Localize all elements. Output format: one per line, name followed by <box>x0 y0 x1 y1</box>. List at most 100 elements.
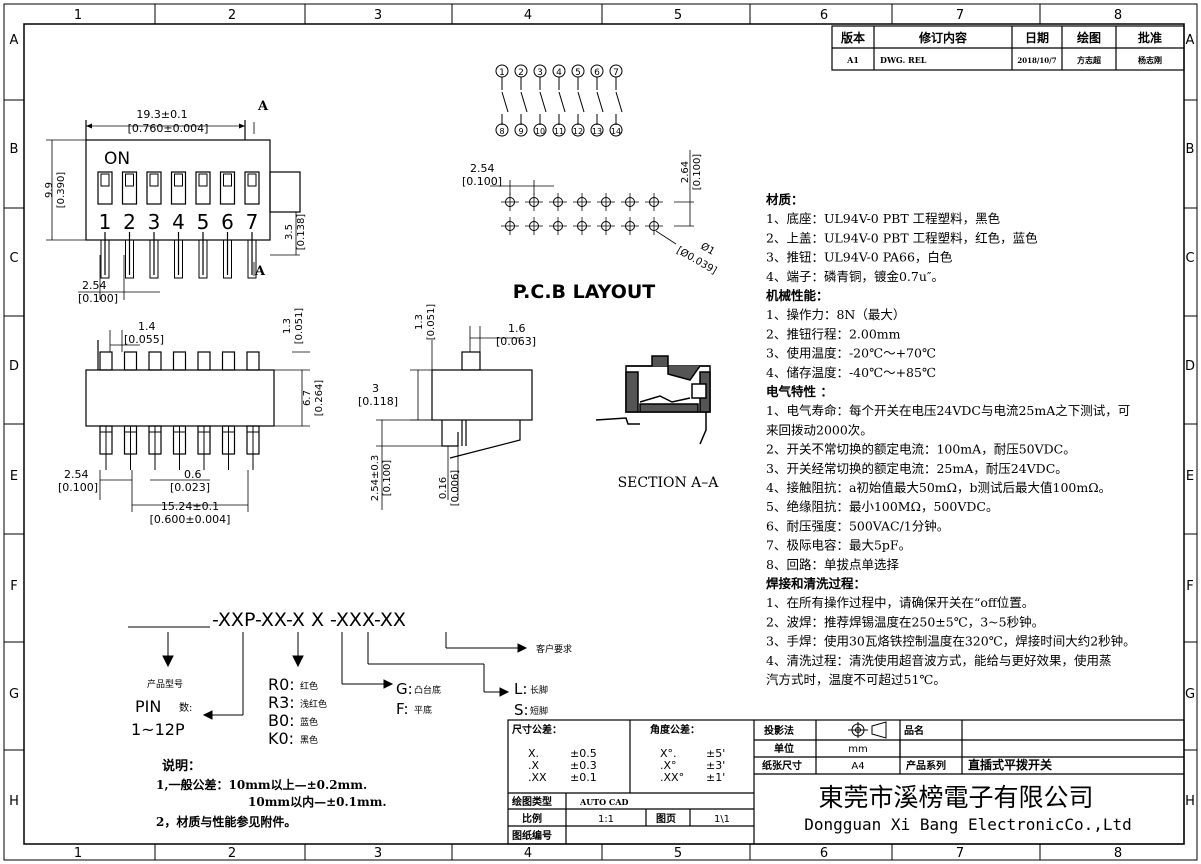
color-name: 浅红色 <box>300 698 327 710</box>
customer-req: 客户要求 <box>536 643 572 655</box>
front-pin-w-in: [0.023] <box>170 481 210 494</box>
frame-col-label: 7 <box>956 8 964 23</box>
spec-heading: 材质： <box>765 192 804 207</box>
side-dim-body: 3 <box>372 382 379 395</box>
schematic-pin-bottom <box>514 123 528 137</box>
frame-col-label: 4 <box>524 8 532 23</box>
title-block-texts: 尺寸公差： 角度公差： X.±0.5.X±0.3.XX±0.1 X°.±5'.X… <box>512 723 1132 842</box>
notes-line2: 10mm以内—±0.1mm. <box>248 794 387 809</box>
switch-number: 5 <box>197 210 210 234</box>
top-pitch-dim: 2.54 <box>82 279 107 292</box>
rev-drawn: 方志超 <box>1077 55 1102 65</box>
top-view-labels: 19.3±0.1 [0.760±0.004] A A ON 9.9 [0.390… <box>44 99 307 305</box>
part-code: -XXP-XX-X X -XXX-XX <box>212 609 406 631</box>
frame-row-label: H <box>9 794 19 809</box>
schematic-contact <box>615 91 623 113</box>
notes-line1: 1,一般公差：10mm以上—±0.2mm. <box>156 777 367 792</box>
frame-col-label: 4 <box>524 846 532 861</box>
pcb-layout <box>490 150 694 245</box>
frame-col-label: 5 <box>674 846 682 861</box>
switch-number: 1 <box>99 210 112 234</box>
tol-ang-val: ±1' <box>706 771 725 784</box>
frame-row-label: A <box>1186 33 1195 48</box>
company-cn: 東莞市溪榜電子有限公司 <box>818 783 1093 812</box>
pin-range: 1~12P <box>131 720 185 739</box>
rev-content: DWG. REL <box>880 55 927 65</box>
schematic-contact <box>501 91 509 113</box>
side-dim-t: 0.16 <box>438 477 449 499</box>
dip-switch-knob <box>125 173 134 187</box>
pin-length-name: 长脚 <box>530 684 548 696</box>
schematic-pin-number: 4 <box>556 68 562 78</box>
frame-row-label: H <box>1185 794 1195 809</box>
spec-heading: 机械性能： <box>766 288 829 303</box>
pin-outline <box>198 239 208 279</box>
frame-col-label: 6 <box>820 846 828 861</box>
rev-approved: 杨志刚 <box>1138 55 1162 65</box>
pin-outline <box>100 239 110 279</box>
tol-ang-key: X°. <box>660 747 677 760</box>
notes-title: 说明： <box>162 758 201 774</box>
frame-row-label: E <box>10 469 18 484</box>
spec-line: 2、波焊：推荐焊锡温度在250±5℃，3~5秒钟。 <box>766 614 1044 629</box>
dip-switch-knob <box>100 173 110 187</box>
frame-col-label: 2 <box>228 846 236 861</box>
pin-length-code: S: <box>514 701 529 719</box>
frame-col-label: 7 <box>956 846 964 861</box>
rev-header-content: 修订内容 <box>918 30 967 45</box>
side-dim-pin-in: [0.100] <box>382 460 393 497</box>
section-label: SECTION A–A <box>618 475 720 491</box>
base-code: G: <box>396 680 413 698</box>
part-number-legend: -XXP-XX-X X -XXX-XX 客户要求 产品型号 PIN 数: 1~1… <box>128 609 572 748</box>
frame-row-label: D <box>1185 359 1195 374</box>
drawing-type-label: 绘图类型 <box>512 795 552 808</box>
top-height-dim-in: [0.390] <box>56 172 67 209</box>
page-value: 1\1 <box>714 814 730 825</box>
tol-ang-key: .X° <box>660 759 677 772</box>
side-dim-body-in: [0.118] <box>358 395 398 408</box>
tol-dim-key: .XX <box>528 771 547 784</box>
color-code: B0: <box>268 711 295 730</box>
tol-ang-rows: X°.±5'.X°±3'.XX°±1' <box>660 747 725 784</box>
unit-label: 单位 <box>774 742 794 755</box>
pcb-labels: P.C.B LAYOUT 2.54 [0.100] 2.64 [0.100] Ø… <box>462 154 719 303</box>
title-block <box>507 719 1185 845</box>
switch-number: 7 <box>246 210 259 234</box>
notes: 说明： 1,一般公差：10mm以上—±0.2mm. 10mm以内—±0.1mm.… <box>156 758 387 829</box>
color-code: K0: <box>268 729 294 748</box>
schematic-pin-number: 13 <box>592 127 602 136</box>
part-name-label: 品名 <box>904 724 924 737</box>
frame-col-label: 5 <box>674 8 682 23</box>
page-label: 图页 <box>656 813 676 825</box>
spec-line: 2、推钮行程：2.00mm <box>766 326 901 341</box>
frame-col-label: 6 <box>820 8 828 23</box>
spec-line: 1、操作力：8N（最大） <box>766 307 905 322</box>
tol-dim-label: 尺寸公差： <box>512 723 562 736</box>
front-view-labels: 1.4 [0.055] 1.3 [0.051] 6.7 [0.264] 2.54… <box>58 308 325 526</box>
pcb-hole: Ø1 <box>699 240 717 258</box>
projection-label: 投影法 <box>764 724 794 737</box>
on-label: ON <box>104 149 130 169</box>
schematic-contact <box>558 91 566 113</box>
front-actuator <box>99 351 113 371</box>
frame-row-label: B <box>10 142 19 157</box>
front-pitch-in: [0.100] <box>58 481 98 494</box>
dip-switch-slot <box>170 171 187 205</box>
front-view-parts <box>99 351 260 470</box>
frame-row-label: B <box>1186 142 1195 157</box>
company-en: Dongguan Xi Bang ElectronicCo.,Ltd <box>804 815 1132 834</box>
pin-length-name: 短脚 <box>530 705 548 717</box>
section-view: SECTION A–A <box>595 355 720 491</box>
schematic-pin-number: 3 <box>537 68 543 78</box>
schematic-pin-number: 11 <box>554 127 564 136</box>
tol-ang-label: 角度公差： <box>650 723 700 736</box>
dip-switch-knob <box>149 173 159 187</box>
series-value: 直插式平拨开关 <box>968 757 1052 772</box>
front-dim-h-in: [0.264] <box>314 380 325 417</box>
front-actuator <box>148 351 162 371</box>
spec-line: 3、手焊：使用30瓦烙铁控制温度在320℃，焊接时间大约2秒钟。 <box>766 634 1136 649</box>
frame-col-label: 1 <box>74 846 82 861</box>
base-code: F: <box>396 700 409 718</box>
front-actuator <box>197 351 211 371</box>
